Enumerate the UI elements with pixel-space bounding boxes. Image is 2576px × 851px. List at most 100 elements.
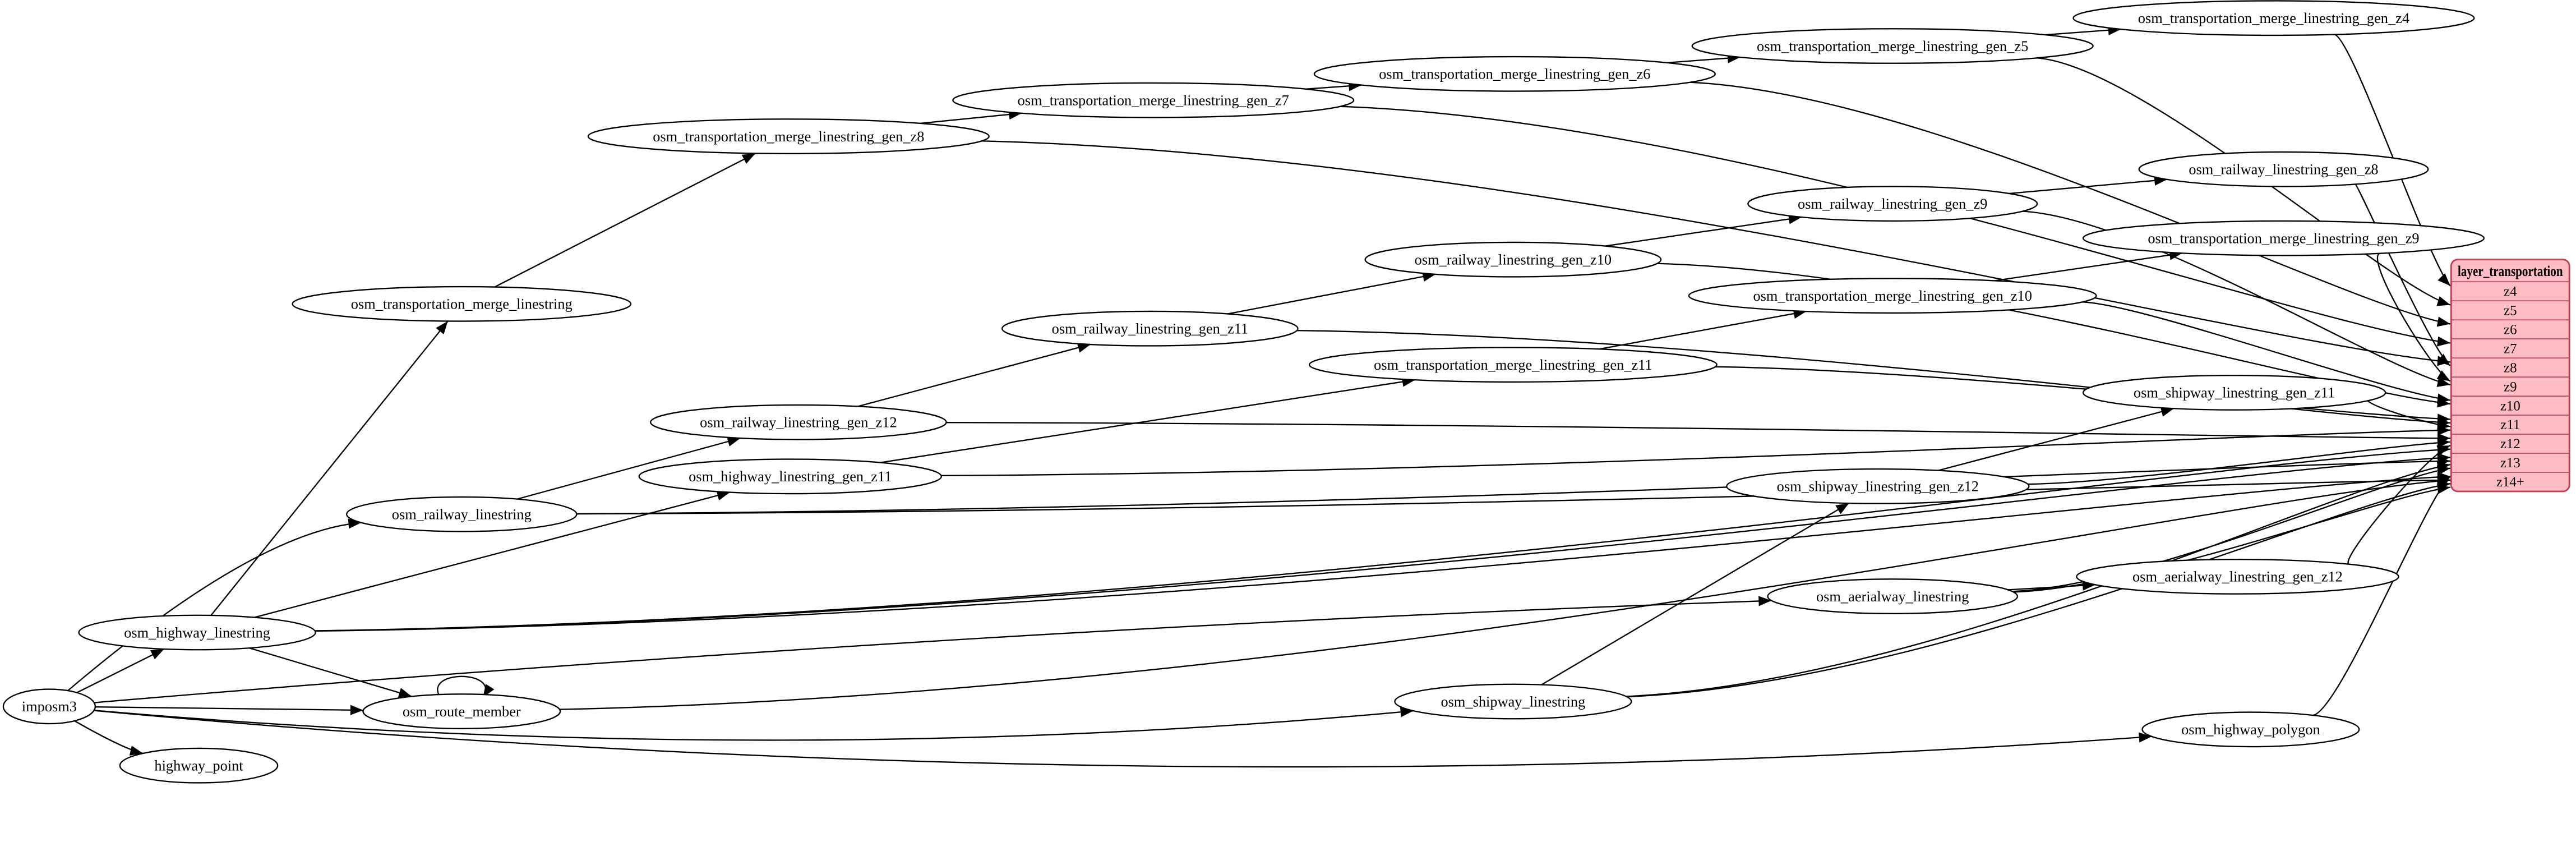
edge-osm_railway_linestring_gen_z12-to-osm_railway_linestring_gen_z11 (857, 342, 1091, 407)
node-label-osm_transportation_merge_linestring_gen_z5: osm_transportation_merge_linestring_gen_… (1757, 38, 2028, 54)
edge-osm_transportation_merge_linestring_gen_z5-to-osm_transportation_merge_linestring_gen_z4 (2045, 25, 2121, 36)
node-ellipse (362, 693, 561, 729)
node-label-imposm3: imposm3 (22, 698, 77, 715)
edge-osm_railway_linestring_gen_z9-to-osm_railway_linestring_gen_z8 (2009, 175, 2168, 195)
node-osm_transportation_merge_linestring_gen_z9: osm_transportation_merge_linestring_gen_… (2082, 220, 2485, 256)
node-osm_transportation_merge_linestring_gen_z8: osm_transportation_merge_linestring_gen_… (587, 118, 990, 154)
edge-osm_railway_linestring-to-layer_transportation-z14+ (576, 475, 2450, 515)
node-ellipse (119, 747, 279, 784)
node-ellipse (1767, 578, 2019, 614)
node-label-osm_transportation_merge_linestring_gen_z4: osm_transportation_merge_linestring_gen_… (2138, 10, 2409, 26)
edge-osm_aerialway_linestring-to-layer_transportation-z13 (2012, 465, 2451, 592)
table-title: layer_transportation (2458, 263, 2563, 279)
edge-imposm3-to-highway_point (74, 720, 144, 756)
node-label-osm_aerialway_linestring: osm_aerialway_linestring (1816, 588, 1969, 605)
node-ellipse (638, 458, 942, 495)
edge-osm_transportation_merge_linestring_gen_z7-to-layer_transportation-z7 (1340, 105, 2451, 347)
edge-osm_railway_linestring-to-layer_transportation-z13 (576, 456, 2450, 514)
edge-imposm3-to-osm_highway_polygon (94, 710, 2152, 768)
node-label-osm_highway_polygon: osm_highway_polygon (2181, 721, 2320, 738)
node-ellipse (1726, 468, 2030, 504)
node-label-osm_transportation_merge_linestring_gen_z6: osm_transportation_merge_linestring_gen_… (1379, 66, 1650, 82)
edges-layer (67, 25, 2451, 768)
node-osm_highway_polygon: osm_highway_polygon (2141, 711, 2360, 748)
table-row-z12: z12 (2500, 436, 2520, 452)
table-row-z9: z9 (2504, 379, 2517, 394)
node-osm_railway_linestring_gen_z10: osm_railway_linestring_gen_z10 (1364, 241, 1662, 278)
node-ellipse (1691, 28, 2094, 64)
node-osm_transportation_merge_linestring_gen_z6: osm_transportation_merge_linestring_gen_… (1313, 56, 1716, 92)
node-ellipse (2076, 559, 2399, 595)
node-label-osm_transportation_merge_linestring_gen_z8: osm_transportation_merge_linestring_gen_… (653, 128, 924, 145)
node-label-osm_highway_linestring: osm_highway_linestring (124, 624, 270, 641)
node-osm_transportation_merge_linestring_gen_z5: osm_transportation_merge_linestring_gen_… (1691, 28, 2094, 64)
node-ellipse (952, 82, 1355, 118)
node-osm_shipway_linestring_gen_z12: osm_shipway_linestring_gen_z12 (1726, 468, 2030, 504)
edge-osm_transportation_merge_linestring_gen_z6-to-layer_transportation-z6 (1690, 81, 2451, 327)
table-row-z8: z8 (2504, 360, 2517, 375)
edge-osm_transportation_merge_linestring_gen_z9-to-layer_transportation-z9 (2376, 252, 2451, 382)
edge-osm_railway_linestring_gen_z11-to-layer_transportation-z11 (1297, 330, 2450, 427)
edge-osm_transportation_merge_linestring_gen_z4-to-layer_transportation-z4 (2334, 34, 2451, 287)
node-ellipse (2072, 0, 2475, 36)
node-label-osm_railway_linestring: osm_railway_linestring (392, 506, 532, 522)
node-osm_transportation_merge_linestring_gen_z7: osm_transportation_merge_linestring_gen_… (952, 82, 1355, 118)
node-label-osm_transportation_merge_linestring: osm_transportation_merge_linestring (351, 296, 573, 312)
node-ellipse (292, 286, 632, 322)
edge-osm_highway_linestring-to-osm_transportation_merge_linestring (210, 320, 449, 616)
table-layer_transportation: layer_transportationz4z5z6z7z8z9z10z11z1… (2450, 259, 2570, 493)
edge-osm_highway_polygon-to-layer_transportation-z14+ (2313, 476, 2451, 716)
edge-osm_aerialway_linestring-to-layer_transportation-z14+ (2014, 484, 2451, 593)
edge-osm_transportation_merge_linestring_gen_z10-to-osm_transportation_merge_linestring_gen_z9 (1994, 250, 2183, 282)
node-ellipse (1308, 347, 1718, 383)
edge-osm_highway_linestring-to-layer_transportation-z13 (315, 453, 2450, 632)
edge-osm_aerialway_linestring_gen_z12-to-layer_transportation-z12 (2347, 445, 2451, 565)
node-label-osm_shipway_linestring: osm_shipway_linestring (1441, 693, 1585, 710)
node-osm_railway_linestring_gen_z11: osm_railway_linestring_gen_z11 (1001, 310, 1299, 347)
table-row-z6: z6 (2504, 322, 2517, 337)
node-ellipse (346, 496, 578, 532)
node-label-osm_transportation_merge_linestring_gen_z10: osm_transportation_merge_linestring_gen_… (1753, 288, 2032, 304)
edge-osm_shipway_linestring-to-layer_transportation-z14+ (1627, 480, 2451, 698)
node-label-osm_railway_linestring_gen_z10: osm_railway_linestring_gen_z10 (1415, 252, 1612, 268)
node-label-osm_transportation_merge_linestring_gen_z11: osm_transportation_merge_linestring_gen_… (1374, 357, 1652, 373)
node-label-osm_railway_linestring_gen_z12: osm_railway_linestring_gen_z12 (700, 414, 897, 430)
edge-imposm3-to-osm_railway_linestring (67, 518, 362, 692)
edge-osm_transportation_merge_linestring_gen_z8-to-osm_transportation_merge_linestring_gen_z7 (920, 109, 1022, 125)
edge-osm_shipway_linestring_gen_z12-to-osm_shipway_linestring_gen_z11 (1938, 407, 2175, 471)
edge-osm_route_member-to-layer_transportation-z14+ (559, 476, 2450, 710)
node-label-osm_railway_linestring_gen_z9: osm_railway_linestring_gen_z9 (1798, 196, 1987, 212)
edge-osm_railway_linestring_gen_z8-to-layer_transportation-z8 (2355, 183, 2451, 366)
node-osm_railway_linestring_gen_z8: osm_railway_linestring_gen_z8 (2138, 151, 2429, 187)
table-row-z14+: z14+ (2496, 475, 2524, 490)
node-label-osm_shipway_linestring_gen_z12: osm_shipway_linestring_gen_z12 (1777, 479, 1979, 495)
edge-imposm3-to-osm_shipway_linestring (94, 707, 1414, 741)
node-ellipse (2141, 711, 2360, 748)
node-label-highway_point: highway_point (154, 758, 243, 774)
node-ellipse (1394, 683, 1632, 720)
node-ellipse (587, 118, 990, 154)
node-osm_transportation_merge_linestring: osm_transportation_merge_linestring (292, 286, 632, 322)
node-label-osm_route_member: osm_route_member (403, 703, 521, 720)
edge-osm_shipway_linestring-to-osm_shipway_linestring_gen_z12 (1541, 503, 1850, 686)
edge-osm_transportation_merge_linestring_gen_z7-to-osm_transportation_merge_linestring_gen_z6 (1306, 81, 1362, 91)
node-osm_transportation_merge_linestring_gen_z4: osm_transportation_merge_linestring_gen_… (2072, 0, 2475, 36)
edge-osm_highway_linestring-to-layer_transportation-z12 (315, 444, 2450, 632)
node-ellipse (1364, 241, 1662, 278)
node-osm_highway_linestring_gen_z11: osm_highway_linestring_gen_z11 (638, 458, 942, 495)
node-label-osm_railway_linestring_gen_z11: osm_railway_linestring_gen_z11 (1052, 321, 1248, 337)
edge-osm_railway_linestring_gen_z10-to-osm_railway_linestring_gen_z9 (1604, 214, 1802, 247)
node-osm_aerialway_linestring: osm_aerialway_linestring (1767, 578, 2019, 614)
node-osm_railway_linestring_gen_z12: osm_railway_linestring_gen_z12 (650, 404, 947, 440)
node-osm_railway_linestring_gen_z9: osm_railway_linestring_gen_z9 (1747, 186, 2038, 222)
table-row-z10: z10 (2500, 398, 2520, 413)
edge-osm_highway_linestring-to-osm_highway_linestring_gen_z11 (254, 490, 731, 618)
edge-imposm3-to-osm_route_member (95, 705, 363, 715)
node-osm_aerialway_linestring_gen_z12: osm_aerialway_linestring_gen_z12 (2076, 559, 2399, 595)
edge-osm_route_member-to-osm_route_member-self (437, 675, 495, 698)
node-highway_point: highway_point (119, 747, 279, 784)
edge-osm_transportation_merge_linestring_gen_z6-to-osm_transportation_merge_linestring_gen_z5 (1666, 53, 1741, 64)
node-ellipse (1313, 56, 1716, 92)
node-ellipse (2082, 375, 2386, 411)
